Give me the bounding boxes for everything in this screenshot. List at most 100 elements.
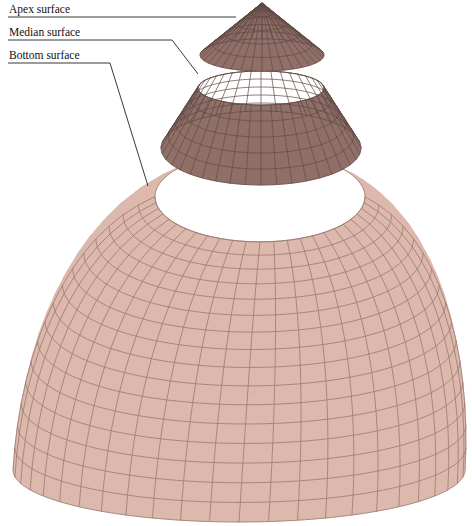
surface-patch <box>156 346 186 372</box>
surface-patch <box>246 277 275 299</box>
mesh-line <box>138 205 378 255</box>
surface-patch <box>170 240 198 262</box>
mesh-line <box>241 3 262 40</box>
mesh-line <box>262 3 293 69</box>
surface-patch <box>243 443 273 463</box>
surface-patch <box>273 422 301 443</box>
surface-patch <box>300 459 328 481</box>
mesh-line <box>271 71 277 111</box>
surface-patch <box>218 277 247 299</box>
mesh-line <box>351 219 436 496</box>
surface-patch <box>230 167 246 184</box>
mesh-line <box>343 224 419 501</box>
surface-patch <box>214 443 244 463</box>
surface-patch <box>245 169 261 185</box>
mesh-line <box>202 74 224 118</box>
surface-opening <box>155 152 365 242</box>
mesh-line <box>321 93 356 159</box>
surface-patch <box>156 459 186 481</box>
mesh-line <box>60 224 177 501</box>
surface-patch <box>327 282 353 307</box>
surface-patch <box>435 420 449 450</box>
surface-patch <box>418 414 435 444</box>
mesh-line <box>13 197 155 470</box>
mesh-line <box>216 103 233 181</box>
surface-patch <box>211 482 242 502</box>
mesh-line <box>334 229 400 507</box>
part-label: Median surface <box>9 26 80 39</box>
surface-patch <box>181 394 211 420</box>
apex-surface-mesh <box>200 3 324 71</box>
mesh-line <box>251 3 262 39</box>
mesh-line <box>306 100 332 174</box>
surface-patch <box>248 137 261 153</box>
mesh-line <box>262 3 263 39</box>
mesh-line <box>200 3 262 55</box>
mesh-line <box>361 208 458 483</box>
surface-patch <box>239 393 270 418</box>
mesh-line <box>84 253 423 315</box>
surface-patch <box>43 475 61 502</box>
surface-patch <box>130 455 159 478</box>
surface-patch <box>377 404 400 433</box>
mesh-line <box>290 73 307 115</box>
mesh-line <box>222 3 262 43</box>
mesh-line <box>215 3 262 65</box>
median-surface-mesh <box>161 71 361 185</box>
surface-patch <box>301 301 328 326</box>
surface-patch <box>268 501 298 522</box>
surface-patch <box>126 397 154 425</box>
mesh-line <box>262 3 324 55</box>
leader-line <box>8 63 148 186</box>
surface-patch <box>272 322 301 347</box>
surface-patch <box>327 455 353 478</box>
mesh-line <box>180 78 210 126</box>
mesh-line <box>21 404 465 463</box>
mesh-line <box>190 100 216 174</box>
surface-patch <box>193 257 222 279</box>
mesh-line <box>312 78 342 126</box>
surface-patch <box>299 478 328 500</box>
mesh-line <box>43 219 169 496</box>
mesh-line <box>38 341 456 405</box>
mesh-line <box>45 321 451 385</box>
mesh-line <box>262 3 323 52</box>
mesh-line <box>73 268 432 332</box>
mesh-line <box>364 203 464 477</box>
mesh-line <box>126 236 208 515</box>
mesh-line <box>180 98 210 170</box>
mesh-line <box>96 239 414 299</box>
mesh-line <box>262 3 320 61</box>
mesh-line <box>208 3 262 63</box>
mesh-line <box>280 72 291 113</box>
mesh-line <box>210 241 247 521</box>
surface-patch <box>210 393 241 418</box>
surface-patch <box>247 153 261 169</box>
surface-patch <box>301 279 328 303</box>
mesh-line <box>13 470 465 522</box>
surface-patch <box>271 461 300 482</box>
surface-patch <box>300 240 326 262</box>
mesh-line <box>204 3 262 61</box>
surface-patch <box>43 414 61 444</box>
mesh-line <box>300 238 328 518</box>
mesh-line <box>230 72 241 113</box>
mesh-line <box>123 215 391 269</box>
surface-patch <box>300 439 328 461</box>
surface-patch <box>188 422 218 443</box>
surface-patch <box>261 137 274 153</box>
surface-patch <box>242 344 272 369</box>
surface-patch <box>328 435 354 458</box>
mesh-line <box>201 3 262 52</box>
surface-patch <box>232 152 247 169</box>
mesh-line <box>172 80 205 131</box>
surface-patch <box>261 153 275 169</box>
surface-patch <box>211 368 242 393</box>
surface-patch <box>154 370 184 397</box>
mesh-line <box>215 3 262 45</box>
mesh-line <box>323 85 360 142</box>
mesh-line <box>271 105 277 185</box>
mesh-line <box>290 103 307 181</box>
surface-patch <box>243 321 273 345</box>
